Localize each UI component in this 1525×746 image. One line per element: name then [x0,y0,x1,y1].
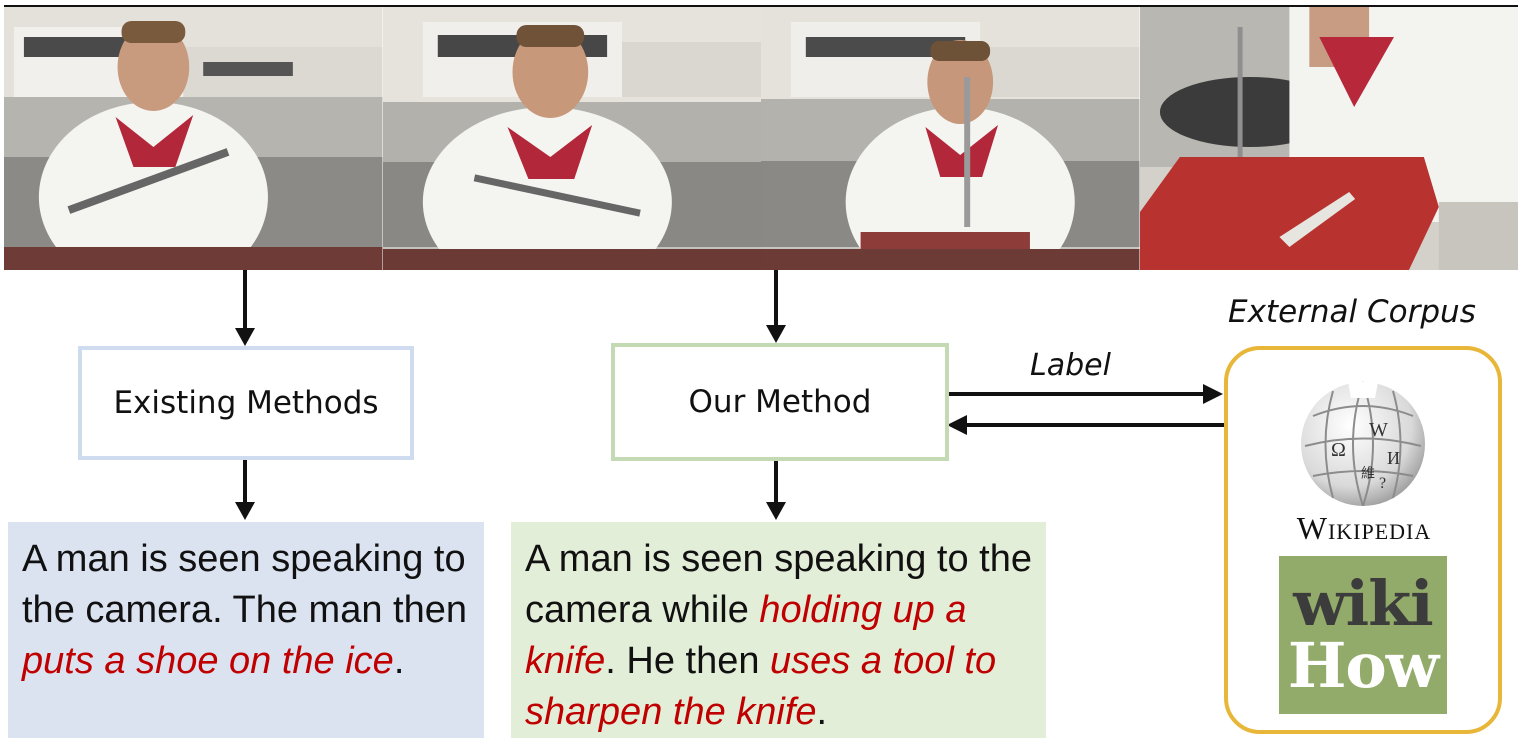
video-frames-strip [4,5,1518,272]
video-frame-3 [761,7,1140,270]
video-frame-1 [4,7,383,270]
existing-caption-error: puts a shoe on the ice [22,640,394,682]
svg-text:Ω: Ω [1331,439,1346,461]
ours-to-caption-arrow [766,457,786,520]
wikipedia-globe-icon: Ω W И ? 維 [1301,381,1425,506]
svg-text:W: W [1369,419,1388,441]
our-caption-end: . [816,691,828,733]
external-corpus-box [1224,346,1502,734]
svg-text:?: ? [1379,475,1386,492]
existing-to-caption-arrow [235,456,255,520]
our-method-box: Our Method [611,343,949,461]
our-caption-text-1: A man is seen speaking to the camera whi… [525,538,1032,631]
wikihow-logo-line1: wiki [1293,567,1433,640]
our-caption-text-2: . He then [605,640,771,682]
external-corpus-title: External Corpus [1228,294,1476,330]
video-frame-2 [382,7,761,270]
our-caption-highlight-1: holding up a knife [525,589,967,682]
wikipedia-wordmark-text: Wikipedia [1296,510,1432,546]
svg-text:維: 維 [1361,466,1375,482]
existing-caption: A man is seen speaking to the camera. Th… [8,522,484,738]
existing-methods-label: Existing Methods [113,385,379,421]
our-method-label: Our Method [688,384,872,420]
ours-to-corpus-arrow [945,384,1223,404]
frames-to-ours-arrow [766,270,786,343]
existing-caption-text: A man is seen speaking to the camera. Th… [22,538,467,631]
svg-text:И: И [1387,448,1400,468]
wikipedia-wordmark: Wikipedia [1244,510,1484,547]
wikihow-logo-line2: How [1287,629,1439,702]
our-caption: A man is seen speaking to the camera whi… [511,522,1046,738]
frames-to-existing-arrow [235,270,255,346]
label-arrow-text: Label [1030,348,1111,383]
video-frame-4 [1139,7,1518,270]
our-caption-highlight-2: uses a tool to sharpen the knife [525,640,997,733]
existing-caption-end: . [393,640,405,682]
corpus-to-ours-arrow [947,415,1225,435]
existing-methods-box: Existing Methods [78,346,414,460]
wikihow-logo: wiki How [1279,556,1447,714]
